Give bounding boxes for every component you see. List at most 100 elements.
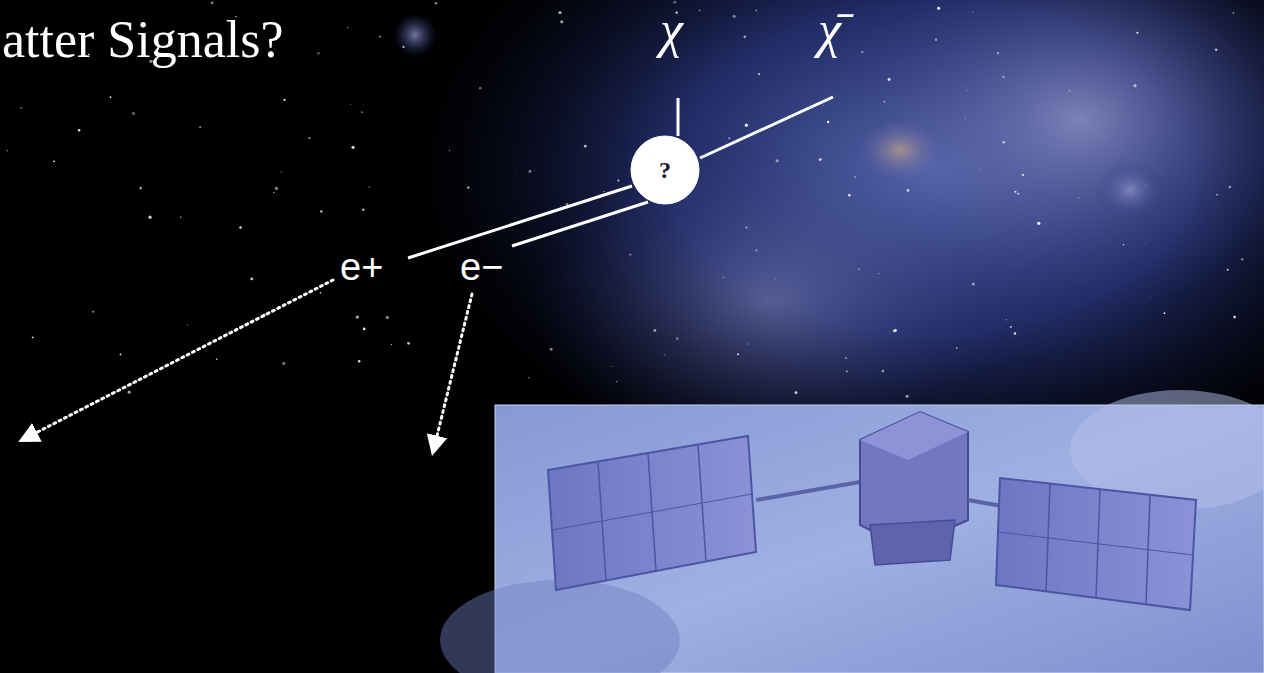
- star: [1010, 326, 1012, 328]
- star: [386, 316, 389, 319]
- star: [906, 395, 909, 398]
- star: [733, 15, 736, 18]
- star: [1145, 243, 1147, 245]
- star: [467, 186, 469, 188]
- star: [1078, 197, 1080, 199]
- star: [92, 311, 94, 313]
- star: [676, 337, 679, 340]
- star: [1216, 194, 1218, 196]
- star: [776, 159, 779, 162]
- star: [723, 277, 724, 278]
- particle-label: e−: [460, 248, 503, 286]
- star: [1232, 12, 1234, 14]
- star: [263, 313, 266, 316]
- star: [1233, 316, 1236, 319]
- star: [861, 51, 863, 53]
- star: [728, 137, 730, 139]
- star: [744, 36, 747, 39]
- star: [391, 344, 392, 345]
- star: [758, 73, 760, 75]
- star: [1241, 258, 1244, 261]
- vertex-circle: ?: [630, 135, 700, 205]
- particle-label: e+: [340, 248, 383, 286]
- star: [882, 370, 885, 373]
- star: [132, 112, 135, 115]
- star: [848, 194, 851, 197]
- star: [566, 203, 569, 206]
- star: [907, 189, 910, 192]
- star: [1006, 319, 1007, 320]
- star: [795, 391, 798, 394]
- star: [1150, 297, 1152, 299]
- star: [308, 137, 310, 139]
- particle-line: [700, 97, 833, 158]
- star: [320, 292, 322, 294]
- star: [1037, 222, 1040, 225]
- star: [516, 171, 518, 173]
- star: [1145, 185, 1147, 187]
- star: [1123, 244, 1124, 245]
- star: [664, 354, 665, 355]
- star: [1016, 75, 1018, 77]
- particle-label: χ̄: [818, 4, 841, 56]
- star: [528, 170, 531, 173]
- star: [819, 158, 822, 161]
- star: [550, 348, 553, 351]
- star: [363, 328, 366, 331]
- star: [935, 39, 937, 41]
- star: [283, 99, 285, 101]
- star: [747, 343, 749, 345]
- star: [128, 391, 131, 394]
- star: [699, 10, 701, 12]
- star: [379, 36, 381, 38]
- star: [139, 187, 142, 190]
- star: [211, 1, 214, 4]
- star: [369, 187, 370, 188]
- star: [617, 180, 619, 182]
- slide-title: atter Signals?: [2, 14, 284, 66]
- star: [479, 87, 482, 90]
- star: [972, 283, 975, 286]
- star: [347, 27, 348, 28]
- star: [560, 20, 563, 23]
- star: [216, 358, 218, 360]
- star: [966, 90, 967, 91]
- star: [275, 187, 278, 190]
- star: [629, 254, 631, 256]
- star: [774, 279, 776, 281]
- star: [32, 336, 34, 338]
- star: [965, 118, 966, 119]
- propagation-arrow: [433, 294, 472, 452]
- propagation-arrow: [22, 280, 333, 440]
- particle-line: [408, 186, 632, 258]
- star: [755, 9, 757, 11]
- star: [653, 329, 656, 332]
- star: [755, 249, 757, 251]
- star: [854, 176, 856, 178]
- star: [528, 377, 530, 379]
- star: [846, 371, 848, 373]
- star: [611, 365, 613, 367]
- star: [972, 12, 973, 13]
- star: [356, 315, 359, 318]
- star: [402, 46, 404, 48]
- particle-line: [677, 98, 680, 136]
- star: [1227, 269, 1229, 271]
- star: [956, 347, 958, 349]
- star: [1164, 312, 1166, 314]
- star: [362, 208, 365, 211]
- star: [937, 7, 940, 10]
- star: [239, 226, 242, 229]
- star: [78, 129, 80, 131]
- star: [281, 171, 282, 172]
- star: [558, 11, 561, 14]
- star: [6, 150, 8, 152]
- star: [1002, 141, 1005, 144]
- vertex-label: ?: [630, 135, 700, 205]
- vertex-circle-shape: [631, 136, 699, 204]
- star: [250, 277, 253, 280]
- star: [1133, 84, 1136, 87]
- star: [823, 105, 824, 106]
- star: [845, 357, 847, 359]
- satellite-picture: [440, 390, 1264, 673]
